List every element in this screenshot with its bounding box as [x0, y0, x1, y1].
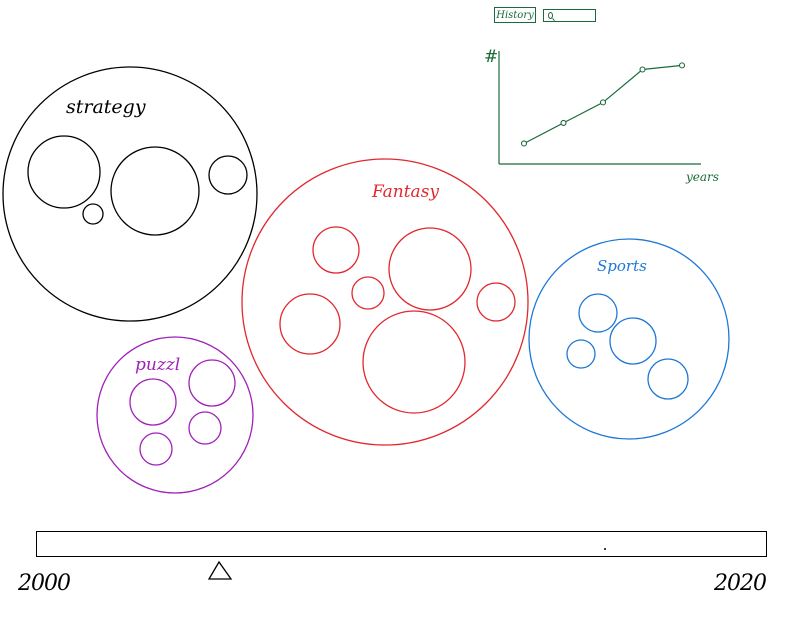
timeline-slider-track[interactable] [36, 531, 767, 557]
search-box[interactable] [543, 9, 596, 22]
genre-circle-sports[interactable] [528, 238, 730, 440]
game-bubble[interactable] [188, 359, 236, 407]
game-bubble[interactable] [566, 339, 596, 369]
game-bubble[interactable] [110, 146, 200, 236]
timeline-marker [604, 548, 606, 550]
search-icon [548, 12, 553, 19]
genre-label-strategy: strategy [66, 96, 146, 118]
timeline-slider-handle[interactable] [204, 560, 234, 582]
game-bubble[interactable] [388, 227, 472, 311]
game-bubble[interactable] [476, 282, 516, 322]
timeline-end-year: 2020 [714, 571, 767, 596]
genre-bubble-fantasy[interactable]: Fantasy [241, 158, 529, 446]
game-bubble[interactable] [279, 293, 341, 355]
game-bubble[interactable] [351, 276, 385, 310]
genre-circle-fantasy[interactable] [241, 158, 529, 446]
trend-data-point[interactable] [560, 119, 567, 126]
genre-label-sports: Sports [597, 257, 647, 275]
genre-label-puzzle: puzzl [135, 355, 180, 375]
trend-chart-y-label: # [484, 47, 498, 67]
game-bubble[interactable] [27, 135, 101, 209]
game-bubble[interactable] [312, 226, 360, 274]
search-input[interactable] [553, 10, 595, 21]
trend-data-point[interactable] [678, 62, 686, 69]
triangle-handle-icon[interactable] [207, 560, 233, 580]
trend-data-point[interactable] [639, 66, 646, 73]
timeline-start-year: 2000 [18, 571, 71, 596]
genre-label-fantasy: Fantasy [371, 182, 439, 202]
game-bubble[interactable] [82, 203, 104, 225]
game-bubble[interactable] [139, 432, 173, 466]
game-bubble[interactable] [362, 310, 466, 414]
trend-data-point[interactable] [520, 140, 528, 147]
history-button[interactable]: History [494, 7, 536, 23]
genre-bubble-sports[interactable]: Sports [528, 238, 730, 440]
trend-chart: # years [484, 47, 719, 184]
game-bubble[interactable] [578, 293, 618, 333]
game-bubble[interactable] [208, 155, 248, 195]
game-bubble[interactable] [129, 378, 177, 426]
genre-circle-strategy[interactable] [2, 66, 258, 322]
genre-bubble-puzzle[interactable]: puzzl [96, 336, 254, 494]
trend-data-point[interactable] [599, 99, 607, 106]
game-bubble[interactable] [188, 411, 222, 445]
game-bubble[interactable] [647, 358, 689, 400]
genre-bubble-strategy[interactable]: strategy [2, 66, 258, 322]
game-bubble[interactable] [609, 317, 657, 365]
genre-circle-puzzle[interactable] [96, 336, 254, 494]
trend-chart-x-label: years [685, 170, 719, 184]
